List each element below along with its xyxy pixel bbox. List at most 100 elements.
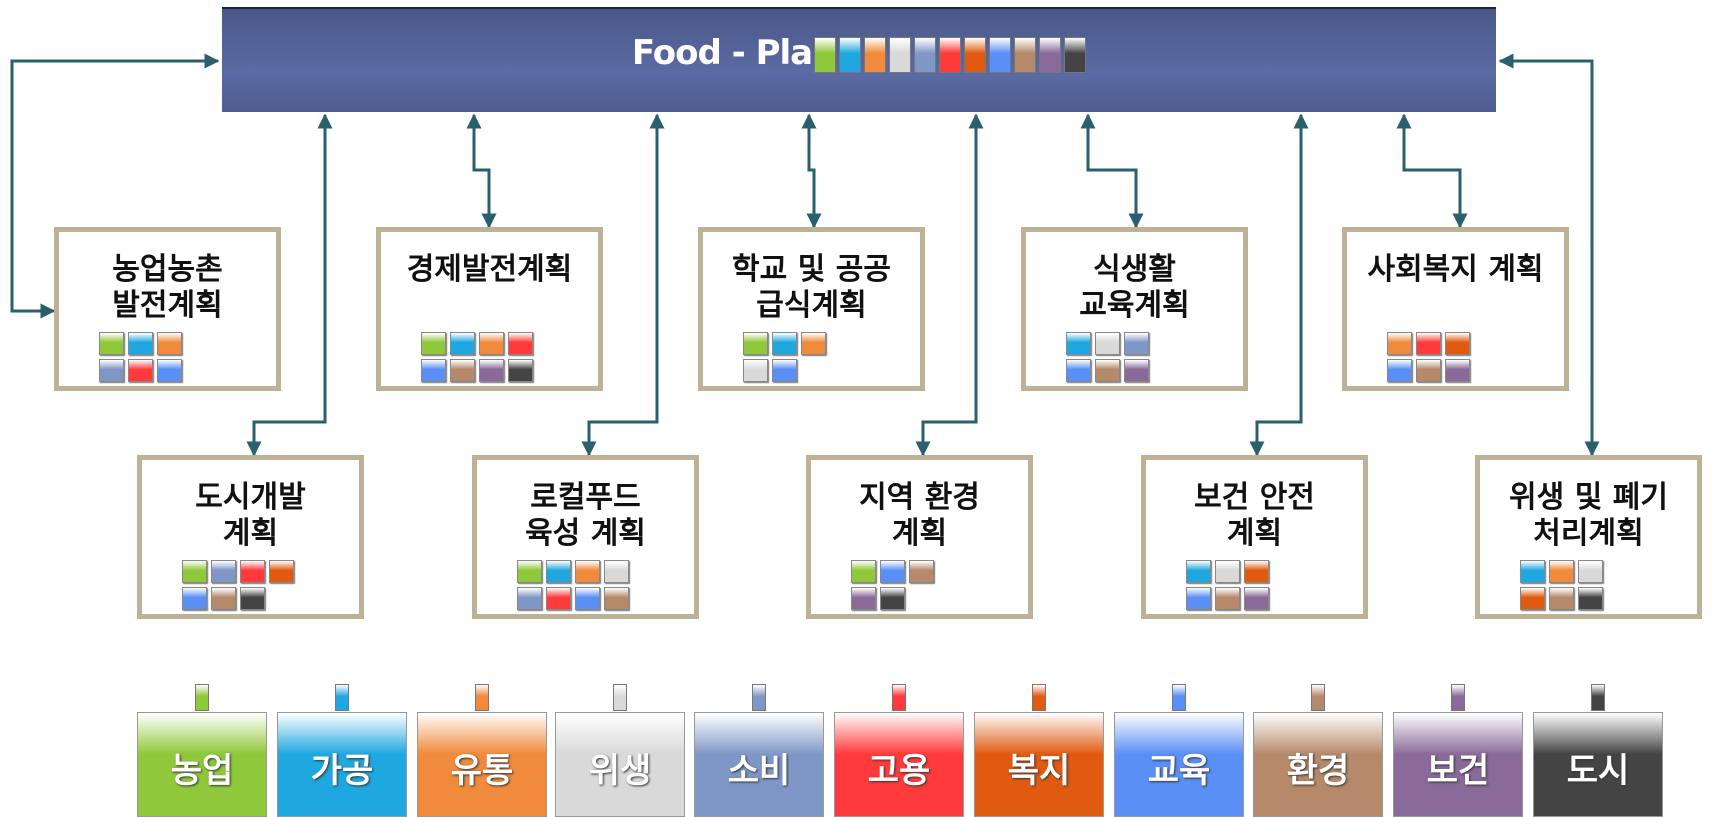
plan-box: 로컬푸드 육성 계획	[472, 455, 699, 619]
banner-square	[914, 36, 937, 73]
plan-category-square	[743, 359, 768, 382]
category-tab	[1591, 684, 1605, 711]
connector-arrow	[10, 53, 220, 319]
category-tab	[1032, 684, 1046, 711]
plan-category-square	[421, 332, 446, 355]
plan-category-square	[240, 560, 265, 583]
plan-title: 사회복지 계획	[1367, 252, 1544, 287]
plan-category-square	[99, 332, 124, 355]
plan-category-square	[1124, 332, 1149, 355]
plan-category-square	[211, 560, 236, 583]
plan-category-square	[1066, 332, 1091, 355]
plan-category-square	[157, 359, 182, 382]
plan-category-square	[743, 332, 768, 355]
plan-box: 학교 및 공공 급식계획	[698, 227, 925, 391]
banner-square	[864, 36, 887, 73]
connector-arrow	[1498, 53, 1600, 457]
banner-square	[839, 36, 862, 73]
plan-title: 학교 및 공공 급식계획	[732, 252, 891, 323]
category-tab	[752, 684, 766, 711]
connector-arrow	[1396, 113, 1468, 229]
category-label: 고용	[867, 751, 931, 791]
plan-category-square	[450, 332, 475, 355]
plan-title: 식생활 교육계획	[1079, 252, 1190, 323]
connector-arrow	[915, 113, 984, 457]
category-tab	[613, 684, 627, 711]
plan-category-square	[269, 560, 294, 583]
plan-category-square	[479, 332, 504, 355]
plan-category-square	[99, 359, 124, 382]
category-label: 농업	[170, 751, 234, 791]
category-tab	[335, 684, 349, 711]
plan-category-square	[546, 560, 571, 583]
category-box: 유통	[417, 712, 547, 817]
category-label: 유통	[450, 751, 514, 791]
plan-title: 로컬푸드 육성 계획	[525, 480, 646, 551]
plan-category-square	[1186, 587, 1211, 610]
category-label: 소비	[727, 751, 791, 791]
plan-category-square	[1215, 587, 1240, 610]
plan-category-square	[240, 587, 265, 610]
plan-title: 경제발전계획	[406, 252, 573, 287]
category-box: 보건	[1393, 712, 1523, 817]
category-label: 교육	[1147, 751, 1211, 791]
plan-category-square	[128, 359, 153, 382]
category-label: 도시	[1566, 751, 1630, 791]
category-label: 위생	[588, 751, 652, 791]
category-box: 교육	[1114, 712, 1244, 817]
banner-square	[1039, 36, 1062, 73]
plan-category-square	[1124, 359, 1149, 382]
plan-box: 보건 안전 계획	[1141, 455, 1368, 619]
plan-title: 지역 환경 계획	[859, 480, 980, 551]
plan-category-square	[851, 560, 876, 583]
plan-category-square	[575, 587, 600, 610]
plan-category-square	[1578, 560, 1603, 583]
category-label: 보건	[1426, 751, 1490, 791]
plan-category-square	[1549, 560, 1574, 583]
category-box: 환경	[1253, 712, 1383, 817]
plan-category-square	[421, 359, 446, 382]
plan-box: 사회복지 계획	[1342, 227, 1569, 391]
plan-category-square	[182, 587, 207, 610]
plan-category-square	[851, 587, 876, 610]
category-tab	[1311, 684, 1325, 711]
plan-category-square	[546, 587, 571, 610]
plan-category-square	[1445, 359, 1470, 382]
plan-category-square	[1416, 332, 1441, 355]
plan-box: 농업농촌 발전계획	[54, 227, 281, 391]
banner-square	[964, 36, 987, 73]
category-label: 환경	[1286, 751, 1350, 791]
banner-square	[814, 36, 837, 73]
plan-category-square	[479, 359, 504, 382]
plan-category-square	[1549, 587, 1574, 610]
category-tab	[1451, 684, 1465, 711]
food-plan-banner: Food - Pla	[222, 7, 1496, 112]
plan-category-square	[182, 560, 207, 583]
connector-arrow	[246, 113, 333, 457]
category-box: 고용	[834, 712, 964, 817]
connector-arrow	[466, 113, 497, 229]
connector-arrow	[1080, 113, 1144, 229]
connector-arrow	[581, 113, 665, 457]
banner-category-squares	[814, 36, 1087, 73]
plan-category-square	[604, 587, 629, 610]
plan-category-square	[517, 587, 542, 610]
category-box: 가공	[277, 712, 407, 817]
plan-category-square	[1520, 560, 1545, 583]
category-tab	[195, 684, 209, 711]
banner-square	[1064, 36, 1087, 73]
category-label: 가공	[310, 751, 374, 791]
plan-title: 보건 안전 계획	[1194, 480, 1315, 551]
plan-category-square	[517, 560, 542, 583]
category-box: 도시	[1533, 712, 1663, 817]
plan-category-square	[772, 332, 797, 355]
category-box: 소비	[694, 712, 824, 817]
plan-category-square	[1445, 332, 1470, 355]
plan-category-square	[157, 332, 182, 355]
plan-category-square	[772, 359, 797, 382]
category-tab	[892, 684, 906, 711]
plan-category-square	[1578, 587, 1603, 610]
plan-box: 지역 환경 계획	[806, 455, 1033, 619]
banner-square	[989, 36, 1012, 73]
